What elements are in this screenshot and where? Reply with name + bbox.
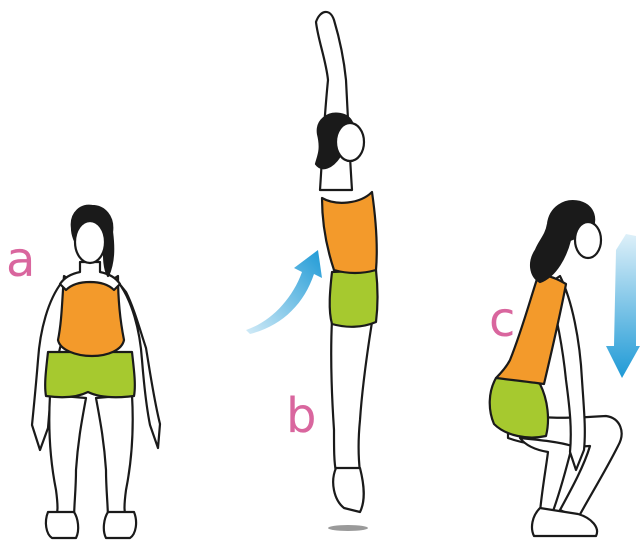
- step-label-c: c: [489, 296, 515, 344]
- figure-a-face: [75, 221, 105, 263]
- figure-a-shorts: [45, 352, 135, 397]
- figure-b-feet: [333, 468, 364, 512]
- figure-a-standing: [32, 206, 160, 538]
- figure-c-shoe: [532, 508, 597, 536]
- figure-c-shorts: [490, 376, 548, 438]
- figure-b-legs: [331, 320, 372, 472]
- figure-b-shadow: [328, 525, 368, 531]
- figure-a-right-shoe: [104, 512, 136, 538]
- step-label-b: b: [286, 392, 316, 440]
- step-label-a: a: [6, 236, 35, 284]
- figure-c-face: [575, 222, 601, 258]
- figure-c-squat: [490, 201, 622, 536]
- figure-b-top: [322, 192, 377, 273]
- figure-b-shorts: [330, 270, 378, 327]
- figure-b-jumping: [316, 12, 378, 512]
- figure-b-face: [336, 123, 364, 161]
- up-arrow-icon: [246, 250, 322, 334]
- figure-a-left-leg: [49, 395, 86, 520]
- figure-a-right-leg: [96, 395, 133, 520]
- down-arrow-icon: [606, 234, 640, 378]
- figure-a-left-shoe: [46, 512, 78, 538]
